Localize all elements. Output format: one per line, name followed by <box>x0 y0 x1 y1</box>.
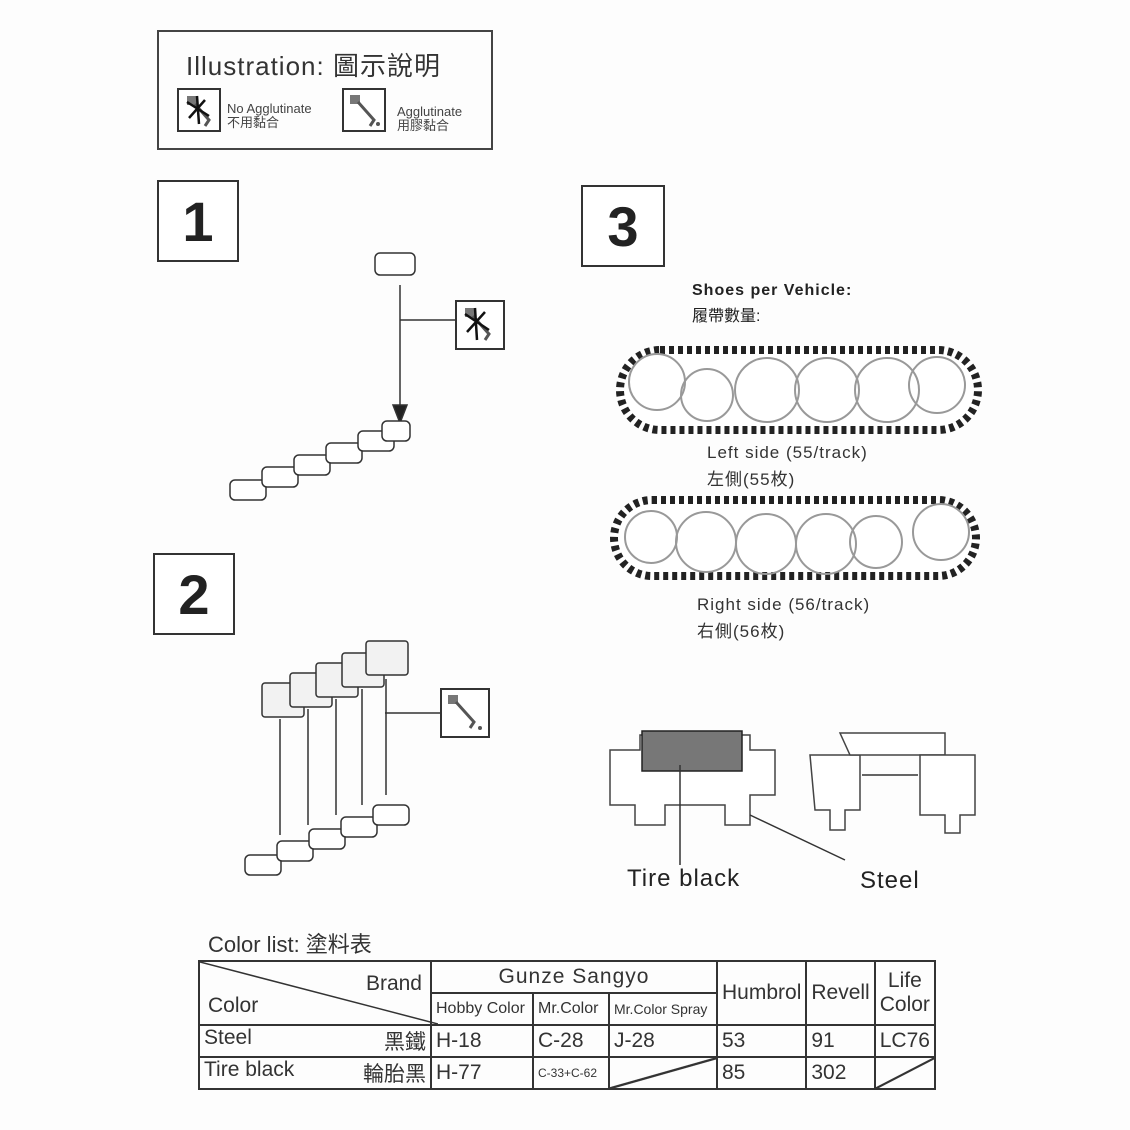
no-glue-icon <box>455 300 505 350</box>
table-row: Steel 黑鐵 H-18 C-28 J-28 53 91 LC76 <box>198 1024 936 1058</box>
color-name: Tire black <box>204 1058 295 1081</box>
step-1-number: 1 <box>157 180 239 262</box>
humbrol-value: 53 <box>715 1024 808 1058</box>
mr-color-header: Mr.Color <box>532 992 610 1026</box>
right-side-caption-zh: 右側(56枚) <box>697 622 786 641</box>
step-3-number: 3 <box>581 185 665 267</box>
steel-callout: Steel <box>860 867 920 894</box>
life-color-header: Life Color <box>873 960 936 1026</box>
track-shoe-detail-diagram <box>609 730 976 865</box>
no-glue-label: No Agglutinate <box>227 101 312 116</box>
left-side-caption: Left side (55/track) <box>707 443 868 462</box>
left-side-caption-zh: 左側(55枚) <box>707 470 796 489</box>
empty-cell <box>873 1056 936 1090</box>
hobby-color-value: H-18 <box>430 1024 534 1058</box>
life-header-line1: Life <box>887 969 922 992</box>
mr-color-spray-header: Mr.Color Spray <box>608 992 718 1026</box>
right-side-caption: Right side (56/track) <box>697 595 871 614</box>
hobby-color-header: Hobby Color <box>430 992 534 1026</box>
empty-cell <box>608 1056 718 1090</box>
brand-color-header-cell: Brand Color <box>198 960 438 1026</box>
tire-black-callout: Tire black <box>627 865 741 892</box>
legend-title: Illustration: 圖示說明 <box>186 51 441 81</box>
color-list-table: Brand Color Gunze Sangyo Humbrol Revell … <box>198 960 936 1090</box>
shoes-per-vehicle-heading: Shoes per Vehicle: <box>692 282 853 299</box>
spray-value: J-28 <box>608 1024 718 1058</box>
color-name-cell: Tire black 輪胎黑 <box>198 1056 432 1090</box>
gunze-header: Gunze Sangyo <box>430 960 718 994</box>
revell-value: 302 <box>805 1056 876 1090</box>
no-glue-label-zh: 不用黏合 <box>227 115 280 130</box>
humbrol-header: Humbrol <box>715 960 808 1026</box>
glue-label-zh: 用膠黏合 <box>397 118 450 133</box>
life-header-line2: Color <box>879 993 930 1016</box>
table-row: Tire black 輪胎黑 H-77 C-33+C-62 85 302 <box>198 1056 936 1090</box>
color-name: Steel <box>204 1026 252 1049</box>
color-name-cell: Steel 黑鐵 <box>198 1024 432 1058</box>
color-name-zh: 黑鐵 <box>384 1031 426 1054</box>
revell-value: 91 <box>805 1024 876 1058</box>
step-2-number: 2 <box>153 553 235 635</box>
shoes-per-vehicle-heading-zh: 履帶數量: <box>692 308 761 325</box>
life-color-value: LC76 <box>873 1024 936 1058</box>
color-header: Color <box>208 994 259 1017</box>
glue-icon <box>342 88 386 132</box>
step-2-diagram <box>244 640 440 876</box>
mr-color-value: C-33+C-62 <box>532 1056 610 1090</box>
revell-header: Revell <box>805 960 876 1026</box>
right-track-diagram <box>610 496 980 580</box>
left-track-diagram <box>616 346 982 434</box>
glue-label: Agglutinate <box>397 104 463 119</box>
color-name-zh: 輪胎黑 <box>363 1063 426 1086</box>
no-glue-icon <box>177 88 221 132</box>
color-list-title: Color list: 塗料表 <box>208 932 372 957</box>
glue-icon <box>440 688 490 738</box>
illustration-legend: Illustration: 圖示說明 No Agglutinate 不用黏合 A… <box>157 30 493 150</box>
hobby-color-value: H-77 <box>430 1056 534 1090</box>
brand-header: Brand <box>365 972 422 995</box>
step-1-diagram <box>229 252 455 501</box>
humbrol-value: 85 <box>715 1056 808 1090</box>
mr-color-value: C-28 <box>532 1024 610 1058</box>
